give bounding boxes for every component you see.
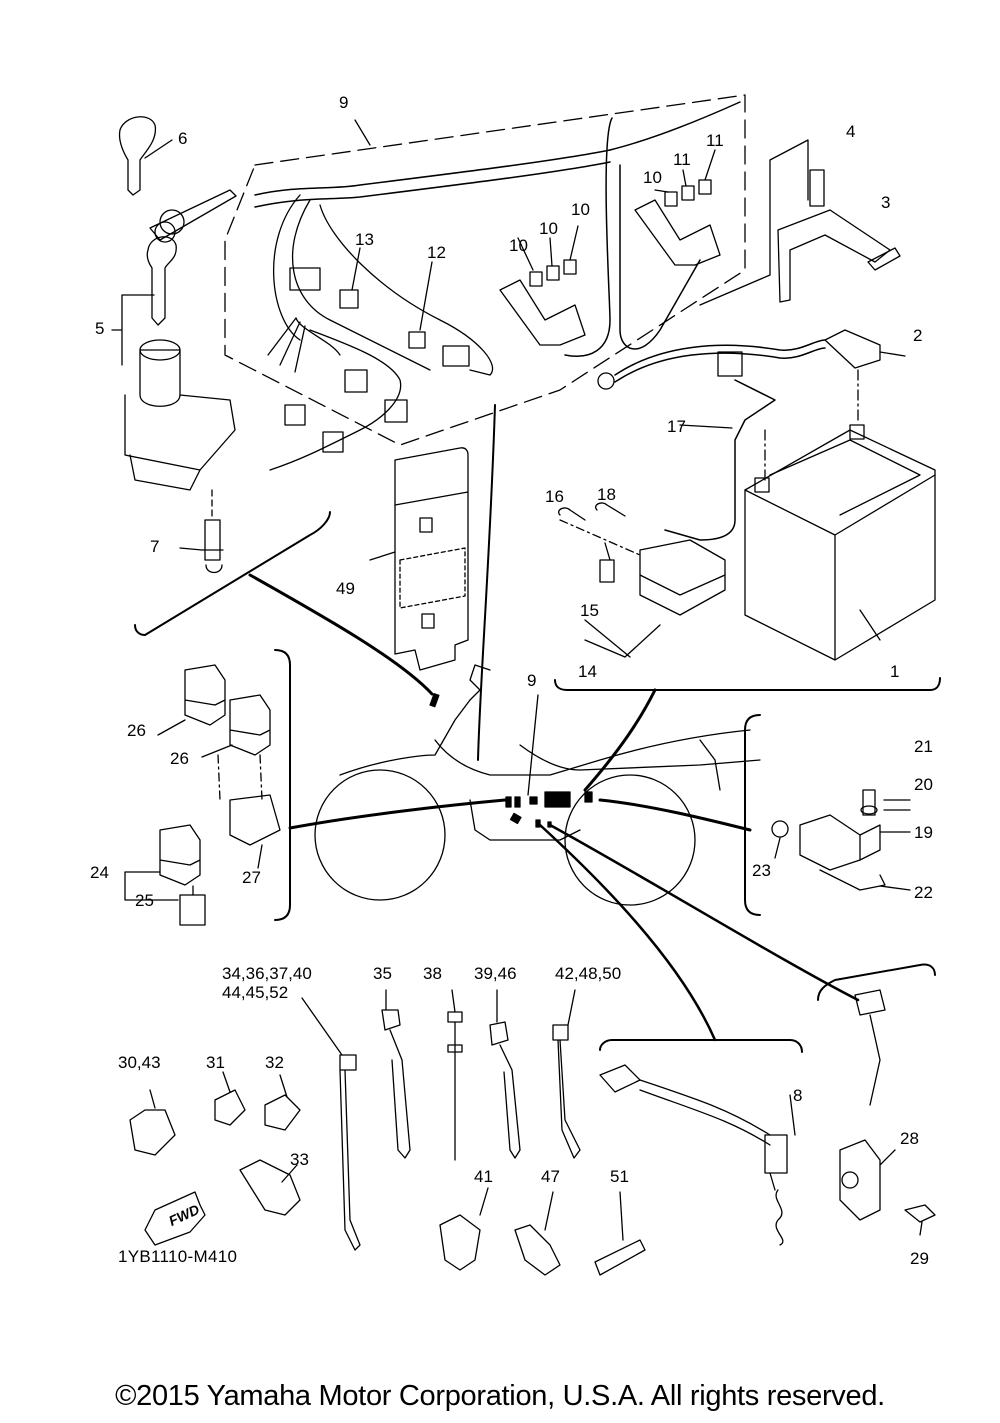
callout-10d: 10 bbox=[643, 168, 662, 187]
callout-23: 23 bbox=[752, 861, 771, 880]
callout-20: 20 bbox=[914, 775, 933, 794]
callout-14: 14 bbox=[578, 662, 597, 681]
callout-16: 16 bbox=[545, 487, 564, 506]
group-bracket-top-left bbox=[135, 512, 330, 635]
callout-11b: 11 bbox=[706, 131, 724, 150]
callout-8: 8 bbox=[793, 1086, 803, 1105]
callout-15: 15 bbox=[580, 601, 599, 620]
callout-3: 3 bbox=[881, 193, 891, 212]
clamps-and-bands bbox=[130, 990, 645, 1275]
callout-42-48-50: 42,48,50 bbox=[555, 964, 622, 983]
callout-4: 4 bbox=[846, 122, 856, 141]
callout-29: 29 bbox=[910, 1249, 929, 1268]
callout-47: 47 bbox=[541, 1167, 560, 1186]
neutral-and-brake-switch bbox=[600, 965, 935, 1245]
sensor-group bbox=[745, 715, 910, 915]
parts-diagram bbox=[0, 0, 1000, 1360]
callout-25: 25 bbox=[135, 891, 154, 910]
callout-10a: 10 bbox=[509, 236, 528, 255]
callout-34-group-line2: 44,45,52 bbox=[222, 983, 289, 1002]
callout-10c: 10 bbox=[571, 200, 590, 219]
callout-26a: 26 bbox=[127, 721, 146, 740]
callout-1: 1 bbox=[890, 662, 900, 681]
drawing-code: 1YB1110-M410 bbox=[118, 1247, 238, 1266]
callout-28: 28 bbox=[900, 1129, 919, 1148]
callout-30-43: 30,43 bbox=[118, 1053, 161, 1072]
callout-24: 24 bbox=[90, 863, 109, 882]
wire-harness-region bbox=[225, 95, 745, 470]
callout-41: 41 bbox=[474, 1167, 493, 1186]
callout-35: 35 bbox=[373, 964, 392, 983]
callout-33: 33 bbox=[290, 1150, 309, 1169]
group-bracket-battery bbox=[555, 678, 940, 690]
battery-region bbox=[559, 140, 935, 660]
callout-26b: 26 bbox=[170, 749, 189, 768]
callout-19: 19 bbox=[914, 823, 933, 842]
callout-9-harness: 9 bbox=[339, 93, 349, 112]
callout-10b: 10 bbox=[539, 219, 558, 238]
callout-21: 21 bbox=[914, 737, 933, 756]
group-leaders bbox=[250, 405, 858, 1040]
callout-11a: 11 bbox=[673, 150, 691, 169]
motorcycle-outline bbox=[315, 665, 760, 905]
callout-9-bike: 9 bbox=[527, 671, 537, 690]
callout-17: 17 bbox=[667, 417, 686, 436]
main-switch-and-keys bbox=[112, 117, 236, 573]
wiring-sheet-49 bbox=[370, 448, 468, 670]
callout-6: 6 bbox=[178, 129, 188, 148]
callout-38: 38 bbox=[423, 964, 442, 983]
callout-12: 12 bbox=[427, 243, 446, 262]
callout-22: 22 bbox=[914, 883, 933, 902]
callout-5: 5 bbox=[95, 319, 105, 338]
callout-18: 18 bbox=[597, 485, 616, 504]
callout-49: 49 bbox=[336, 579, 355, 598]
copyright-notice: ©2015 Yamaha Motor Corporation, U.S.A. A… bbox=[115, 1380, 885, 1412]
callout-34-group-line1: 34,36,37,40 bbox=[222, 964, 312, 983]
relay-group bbox=[125, 650, 290, 925]
callout-32: 32 bbox=[265, 1053, 284, 1072]
callout-27: 27 bbox=[242, 868, 261, 887]
callout-2: 2 bbox=[913, 326, 923, 345]
callout-13: 13 bbox=[355, 230, 374, 249]
callout-7: 7 bbox=[150, 537, 160, 556]
callout-39-46: 39,46 bbox=[474, 964, 517, 983]
callout-51: 51 bbox=[610, 1167, 629, 1186]
callout-31: 31 bbox=[206, 1053, 225, 1072]
